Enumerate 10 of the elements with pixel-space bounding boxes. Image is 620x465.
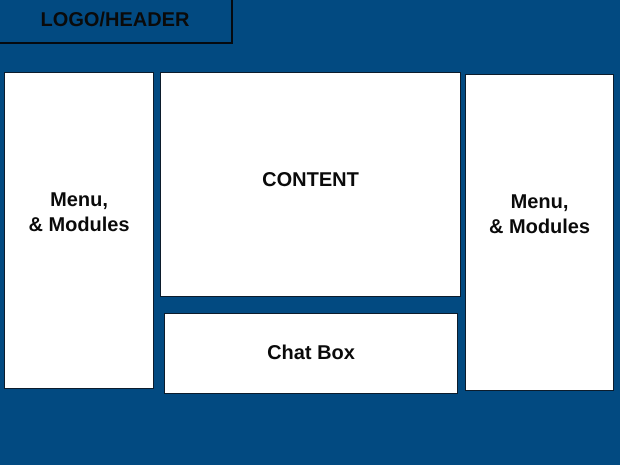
chat-panel [164, 313, 458, 394]
header-box [0, 0, 233, 44]
panel-label: Chat Box [267, 341, 355, 366]
panel-label: Menu, & Modules [28, 188, 130, 238]
panel-label: Menu, & Modules [488, 190, 590, 240]
panel-label: CONTENT [262, 168, 359, 193]
content-panel [160, 72, 461, 297]
sidebar-panel [4, 72, 154, 389]
header-label: LOGO/HEADER [40, 8, 190, 33]
sidebar-panel [465, 74, 614, 391]
